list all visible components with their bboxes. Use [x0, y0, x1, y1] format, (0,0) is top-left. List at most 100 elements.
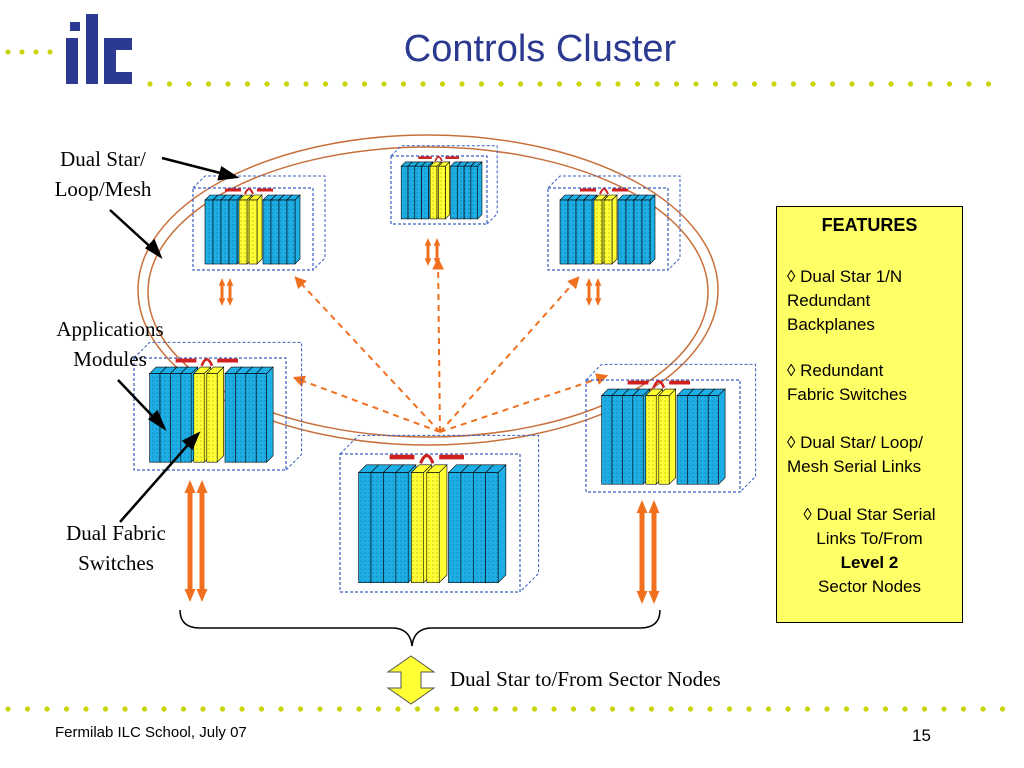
double-arrow [184, 480, 196, 602]
double-arrow [636, 500, 648, 604]
application-module-texture [225, 373, 236, 463]
application-module-texture [245, 373, 257, 463]
divider-dot [615, 81, 621, 87]
sector-nodes-label: Dual Star to/From Sector Nodes [450, 667, 721, 691]
features-box: FEATURES ◊ Dual Star 1/N Redundant Backp… [776, 206, 963, 623]
fabric-switch-texture [206, 373, 218, 463]
divider-dot [849, 81, 855, 87]
fabric-switch-side [445, 161, 450, 220]
double-arrow [433, 238, 441, 266]
divider-dot [200, 706, 206, 712]
application-module-texture [221, 200, 229, 264]
crate-frame-back [192, 175, 326, 271]
dual-star-label-line1: Dual Star/ [60, 147, 146, 171]
divider-dot [44, 706, 50, 712]
divider-dot [551, 706, 557, 712]
divider-dot [303, 81, 309, 87]
application-module-side [294, 194, 301, 265]
link-arrow-small [218, 278, 226, 306]
divider-dot [498, 81, 504, 87]
divider-dot [356, 706, 362, 712]
divider-dot [785, 706, 791, 712]
pointer-arrows [109, 156, 240, 523]
fabric-switch-side [256, 194, 263, 265]
application-module-texture [687, 395, 698, 485]
sector-link-arrow [648, 500, 660, 604]
logo-dots [5, 49, 53, 55]
application-module-texture [170, 373, 181, 463]
application-module-texture [634, 200, 642, 264]
application-module-texture [180, 373, 192, 463]
link-loop [244, 188, 254, 195]
application-module-texture [697, 395, 709, 485]
divider-dot [5, 706, 11, 712]
sector-nodes-arrow [386, 655, 436, 705]
divider-dot [673, 81, 680, 87]
top-dot-divider [147, 81, 992, 87]
double-arrow [648, 500, 660, 604]
divider-dot [239, 706, 245, 712]
loop-ring-inner [147, 146, 709, 438]
star-links [292, 257, 609, 433]
divider-dot [531, 706, 538, 712]
feature-serial-links: ◊ Dual Star/ Loop/ Mesh Serial Links [787, 431, 957, 479]
crate-frame [339, 453, 521, 593]
divider-dot [985, 81, 992, 87]
fabric-switch-side [216, 366, 224, 463]
divider-dot [63, 706, 70, 712]
divider-dot [882, 706, 889, 712]
divider-dot [478, 81, 485, 87]
crate-frame [133, 357, 287, 471]
double-arrow [196, 480, 208, 602]
feature-text: ◊ Dual Star 1/N [787, 267, 903, 286]
fabric-switch-texture [658, 395, 670, 485]
application-module-side [477, 161, 483, 220]
feature-text: Links To/From [816, 529, 923, 548]
application-module-texture [371, 472, 384, 583]
divider-dot [790, 81, 797, 87]
application-module-texture [560, 200, 568, 264]
divider-dot [693, 81, 699, 87]
feature-text: ◊ Dual Star/ Loop/ [787, 433, 923, 452]
link-loop [200, 358, 214, 367]
fabric-switch-texture [249, 200, 257, 264]
link-arrow-small [424, 238, 432, 266]
crate-frame [547, 187, 669, 271]
divider-dot [297, 706, 304, 712]
divider-dot [264, 81, 270, 87]
divider-dot [946, 81, 953, 87]
application-module-texture [622, 395, 633, 485]
fabric-switches-label-line1: Dual Fabric [66, 521, 166, 545]
application-module-texture [263, 200, 271, 264]
application-module-texture [457, 166, 465, 219]
feature-text: Level 2 [840, 553, 899, 572]
fabric-switches-label: Dual Fabric Switches [48, 518, 184, 578]
link-loop [652, 380, 666, 389]
link-arrow-small [585, 278, 593, 306]
divider-dot [648, 706, 655, 712]
divider-dot [400, 81, 407, 87]
divider-dot [902, 706, 908, 712]
divider-dot [517, 81, 524, 87]
application-module-texture [414, 166, 422, 219]
divider-dot [361, 81, 368, 87]
feature-backplanes: ◊ Dual Star 1/N Redundant Backplanes [787, 265, 957, 337]
application-module-texture [632, 395, 644, 485]
divider-dot [537, 81, 543, 87]
link-loop [419, 454, 435, 464]
divider-dot [966, 81, 972, 87]
divider-dot [863, 706, 869, 712]
crate-top-center [390, 145, 498, 225]
application-module-texture [235, 373, 246, 463]
features-heading: FEATURES [821, 215, 918, 235]
fabric-switch-texture [438, 166, 446, 219]
bottom-brace [179, 609, 661, 647]
divider-dot [726, 706, 733, 712]
crate-frame-back [585, 363, 757, 493]
divider-dot [186, 81, 192, 87]
divider-dot [434, 706, 440, 712]
application-module-side [497, 464, 507, 584]
fabric-switch-texture [645, 395, 657, 485]
application-module-texture [279, 200, 287, 264]
